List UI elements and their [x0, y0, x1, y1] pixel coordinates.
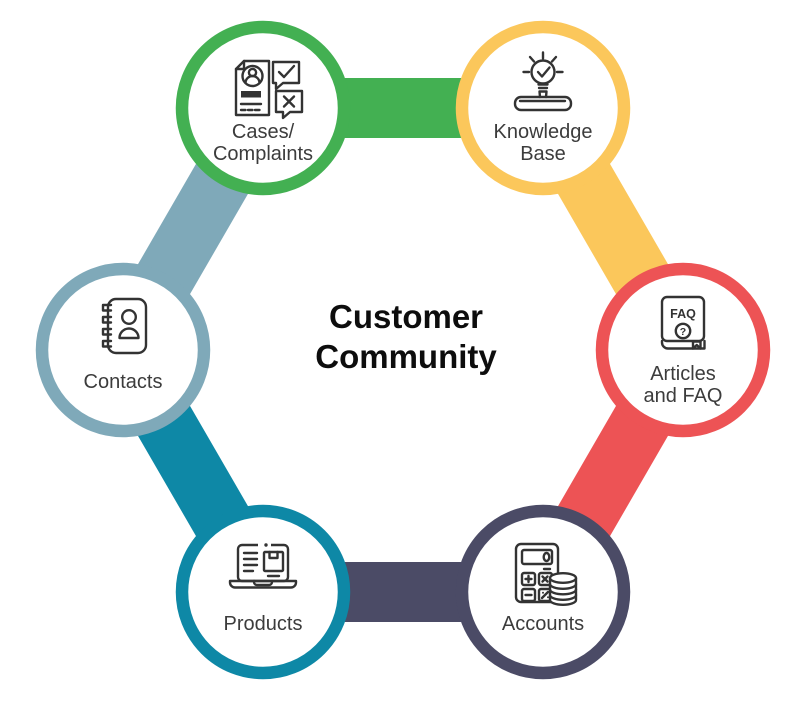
- laptop-package-icon: [228, 542, 298, 589]
- node-knowledge-base-label-line2: Base: [520, 143, 566, 165]
- node-products: Products: [175, 504, 351, 680]
- node-articles-and-faq-circle: [595, 262, 771, 438]
- title-line2: Community: [315, 338, 497, 375]
- faq-book-icon: FAQ ?: [660, 295, 706, 350]
- node-accounts-label: Accounts: [502, 613, 584, 635]
- node-knowledge-base: Knowledge Base: [455, 20, 631, 196]
- node-products-label: Products: [224, 613, 303, 635]
- title-line1: Customer: [329, 298, 483, 335]
- faq-icon-question-mark: ?: [680, 326, 686, 338]
- node-accounts: Accounts: [455, 504, 631, 680]
- node-contacts: Contacts: [35, 262, 211, 438]
- lightbulb-on-book-icon: [513, 51, 573, 112]
- center-title: Customer Community: [315, 298, 497, 375]
- node-cases-complaints-circle: [175, 20, 351, 196]
- node-products-circle: [175, 504, 351, 680]
- node-knowledge-base-label-line1: Knowledge: [494, 121, 593, 143]
- node-articles-and-faq: FAQ ? Articles and FAQ: [595, 262, 771, 438]
- complaint-report-check-cross-icon: [234, 59, 304, 120]
- faq-icon-text: FAQ: [670, 307, 696, 321]
- node-cases-complaints-label-line2: Complaints: [213, 143, 313, 165]
- node-contacts-label: Contacts: [84, 371, 163, 393]
- node-cases-complaints: Cases/ Complaints: [175, 20, 351, 196]
- calculator-coins-icon: [514, 542, 578, 606]
- node-contacts-circle: [35, 262, 211, 438]
- node-articles-and-faq-label-line2: and FAQ: [644, 385, 723, 407]
- node-knowledge-base-circle: [455, 20, 631, 196]
- node-articles-and-faq-label-line1: Articles: [650, 363, 716, 385]
- address-book-icon: [101, 297, 148, 355]
- node-cases-complaints-label-line1: Cases/: [232, 121, 295, 143]
